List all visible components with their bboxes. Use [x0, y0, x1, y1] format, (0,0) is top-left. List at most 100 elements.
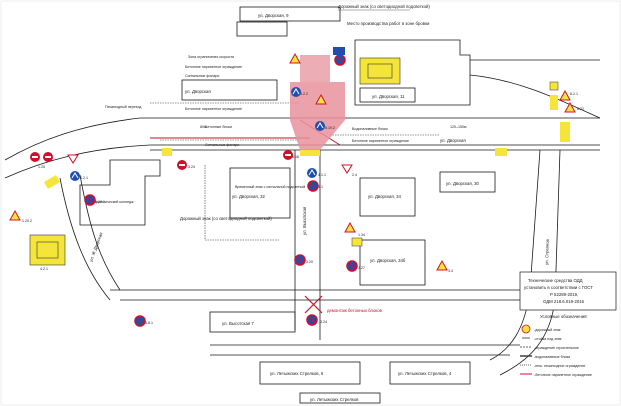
crossings [43, 95, 570, 189]
code-label: 6.16 [292, 155, 299, 159]
label-street-strelkov: ул. Стрелков [544, 238, 550, 265]
building-dvorskaya-9 [239, 6, 341, 22]
sign-no-entry-icon [177, 160, 187, 170]
label-dvorskaya-30: ул. Дворская, 30 [446, 181, 479, 186]
annot-distance-2: 80м [200, 125, 207, 129]
legend-item-5: -бетонное парапетное ограждение [534, 373, 592, 377]
code-label: 1.20.2 [22, 219, 32, 223]
code-label: 4.2.1 [40, 267, 48, 271]
legend-item-4: -пеш. пешеходное ограждение [534, 364, 585, 368]
sign-yield-icon [67, 154, 79, 164]
road-ne-curve [469, 74, 601, 119]
legend-title: Условные обозначения: [540, 314, 588, 319]
code-label: 5.19.1 [95, 200, 105, 204]
label-street-vysotskaya: ул. Высотская [302, 206, 307, 235]
annot-pedestrian: Место производства работ в зоне бровки [347, 21, 430, 26]
label-street-dvorskaya: ул. Дворская [440, 138, 466, 143]
building-letnaya-6 [259, 361, 361, 385]
annot-road-sign-mid: Дорожный знак (со светодиодной подсветко… [180, 216, 272, 221]
sign-no-stopping-icon [346, 260, 358, 272]
code-label: 1.34 [358, 233, 365, 237]
annot-temp-sign: Временный знак с сигнальной подсветкой [235, 185, 305, 189]
code-label: 8.2.1 [570, 92, 578, 96]
road-dvorskaya-north-edge [4, 117, 600, 161]
sign-no-stopping-icon [306, 314, 318, 326]
code-label: 6.8.1 [145, 321, 153, 325]
sign-warning-icon [559, 89, 571, 101]
info-line-2: установить в соответствии с ГОСТ [524, 285, 593, 290]
street-labels: ул. Дворская ул. Высотская ул. Стрелков … [88, 138, 550, 265]
info-box-frame [519, 271, 617, 311]
legend-item-2: -ограждение строительное [534, 346, 579, 350]
legend-sign-icon [521, 324, 531, 334]
sign-no-stopping-icon [84, 194, 96, 206]
building-dvorskaya-34b [359, 239, 426, 286]
label-dvorskaya-32: ул. Дворская, 32 [232, 194, 265, 199]
sign-no-stopping-icon [294, 254, 306, 266]
road-strelkov-e [499, 149, 561, 376]
info-line-3: Р 52289-2019, [550, 292, 578, 297]
label-street-vnutr: ул. Ж Дворская [88, 231, 103, 262]
crossing-ne-2 [560, 122, 570, 142]
sign-warning-icon [289, 52, 301, 64]
building-dvorskaya-11a [181, 79, 278, 101]
building-dvorskaya-32 [229, 167, 291, 219]
annot-road-sign-top: Дорожный знак (со светодиодной подсветко… [338, 4, 430, 9]
info-line-1: Технические средства ОДД [528, 278, 583, 283]
label-vysotskaya-7: ул. Высотская 7 [222, 321, 254, 326]
fences [150, 102, 440, 241]
building-annex [236, 21, 288, 37]
sign-yield-icon [341, 164, 353, 174]
sign-warning-icon [436, 259, 448, 271]
label-pedagogical: Педагогический колледж [92, 200, 134, 204]
annot-demolish: демонтаж бетонных блоков [327, 308, 383, 313]
annot-barrier-3: Бетонное парапетное ограждение [185, 107, 242, 111]
annot-fence-blocks: Бетонные блоки [205, 125, 232, 129]
annot-barrier-1: Бетонное парапетное ограждение [185, 65, 242, 69]
code-label: 8.22 [577, 107, 584, 111]
sign-direction-icon [291, 87, 301, 97]
building-letnaya-4 [389, 361, 471, 385]
code-label: 2.4 [352, 173, 357, 177]
sign-info-plate-icon [351, 237, 363, 247]
legend-item-0: -дорожный знак [534, 328, 561, 332]
label-dvorskaya-34: ул. Дворская, 34 [368, 194, 401, 199]
crossing-vysotskaya [300, 150, 320, 156]
legend: Условные обозначения: -дорожный знак -ст… [520, 314, 592, 377]
road-vnutr-east [79, 174, 121, 291]
sign-direction-icon [315, 121, 325, 131]
buildings [79, 6, 496, 404]
annot-signal-posts: Сигнальные фонари [205, 143, 239, 147]
label-dvorskaya-11: ул. Дворская, 11 [372, 94, 405, 99]
legend-item-1: -стойка под знак [534, 337, 562, 341]
building-dvorskaya-30 [439, 171, 496, 193]
building-pedagogical [79, 159, 161, 226]
annotations: Дорожный знак (со светодиодной подсветко… [105, 4, 467, 313]
code-label: 3.24 [188, 165, 195, 169]
equip-block-1 [359, 57, 401, 85]
road-vnutr-west [59, 177, 111, 301]
code-label: 4.1.1 [318, 173, 326, 177]
crossing-ne [550, 95, 558, 110]
crossing-west [43, 175, 61, 189]
sign-no-entry-icon [30, 152, 40, 162]
work-zone-area [290, 82, 345, 150]
code-label: 4.2.2 [300, 92, 308, 96]
code-label: 1.25 [38, 165, 45, 169]
code-label: 3.24 [320, 320, 327, 324]
sign-warning-icon [9, 209, 21, 221]
code-label: 4.2.1 [80, 176, 88, 180]
road-strelkov-w [489, 149, 541, 361]
sign-no-stopping-icon [307, 180, 319, 192]
sign-no-entry-icon [43, 152, 53, 162]
building-dvorskaya-11-label-box [359, 87, 416, 103]
work-zone-top [300, 55, 330, 82]
code-label: 5.19.2 [325, 126, 335, 130]
equip-block-2 [29, 234, 66, 266]
equip-block-2-inner [36, 241, 59, 259]
code-label: 3.4 [448, 269, 453, 273]
sign-direction-icon [307, 168, 317, 178]
annot-crossing: Пешеходный переход [105, 105, 142, 109]
